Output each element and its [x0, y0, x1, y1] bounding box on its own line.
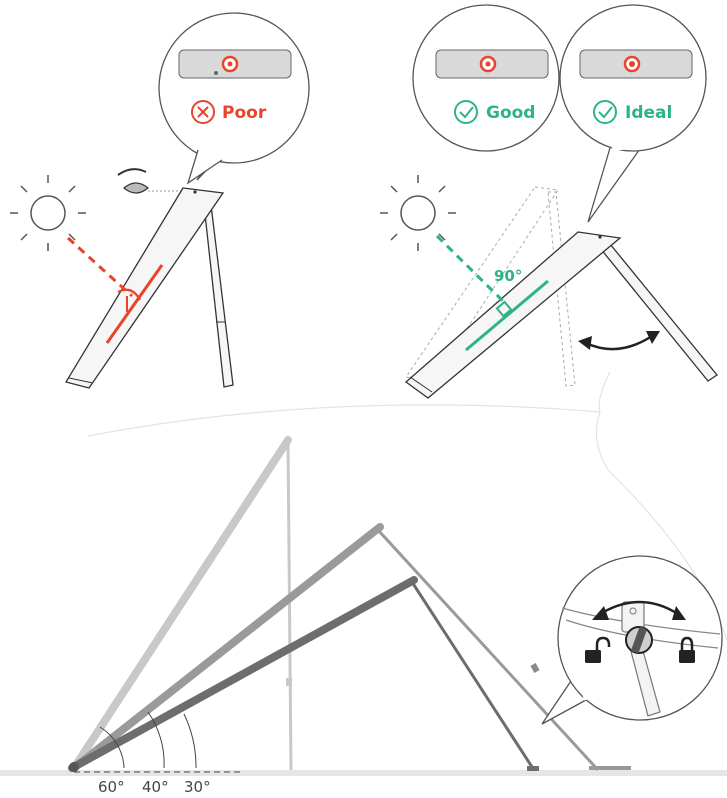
- lock-open-icon: [585, 636, 611, 663]
- check-circle-icon: [454, 100, 478, 124]
- angle-arc: [117, 288, 141, 301]
- right-angle-marker: [495, 300, 513, 318]
- eye-icon: [117, 168, 190, 194]
- sun-ray: [66, 236, 134, 298]
- angle-arc-60: [99, 726, 125, 769]
- sun-icon: [380, 175, 456, 251]
- poor-setup: [10, 168, 234, 389]
- panel-40: [70, 523, 384, 772]
- right-angle-label: 90°: [494, 267, 522, 285]
- good-callout: Good: [412, 4, 560, 152]
- poor-callout: Poor: [158, 12, 310, 185]
- lock-closed-icon: [679, 636, 695, 663]
- tilt-positions: 60° 40° 30°: [0, 436, 727, 796]
- poor-label: Poor: [222, 103, 267, 123]
- knob-icon: [625, 626, 653, 654]
- ideal-callout: Ideal: [559, 4, 707, 223]
- angle-label-30: 30°: [184, 778, 211, 796]
- zoom-arc: [87, 404, 601, 437]
- leg-60: [286, 441, 293, 771]
- sun-ray: [435, 234, 508, 306]
- stand-leg: [598, 243, 718, 382]
- panel-surface-line: [465, 279, 549, 352]
- angle-arc-40: [147, 711, 165, 769]
- rotate-arrow-icon: [592, 600, 686, 620]
- panel-30: [68, 576, 418, 772]
- good-setup: 90°: [380, 175, 718, 399]
- ground-line: [0, 770, 727, 776]
- rotate-arrow-icon: [578, 331, 660, 351]
- leg-30: [410, 581, 536, 771]
- lock-detail-callout: [541, 555, 723, 725]
- panel-surface-line: [105, 264, 164, 344]
- stand-leg: [203, 204, 234, 388]
- angle-label-40: 40°: [142, 778, 169, 796]
- leg-40: [376, 528, 600, 772]
- hinge: [69, 762, 79, 772]
- angle-label-60: 60°: [98, 778, 125, 796]
- check-circle-icon: [593, 100, 617, 124]
- angle-arc-30: [183, 713, 197, 769]
- x-circle-icon: [191, 100, 215, 124]
- panel-60: [70, 436, 292, 772]
- sun-icon: [10, 175, 86, 251]
- solar-panel: [404, 231, 622, 399]
- good-label: Good: [486, 103, 535, 123]
- ideal-label: Ideal: [625, 103, 672, 123]
